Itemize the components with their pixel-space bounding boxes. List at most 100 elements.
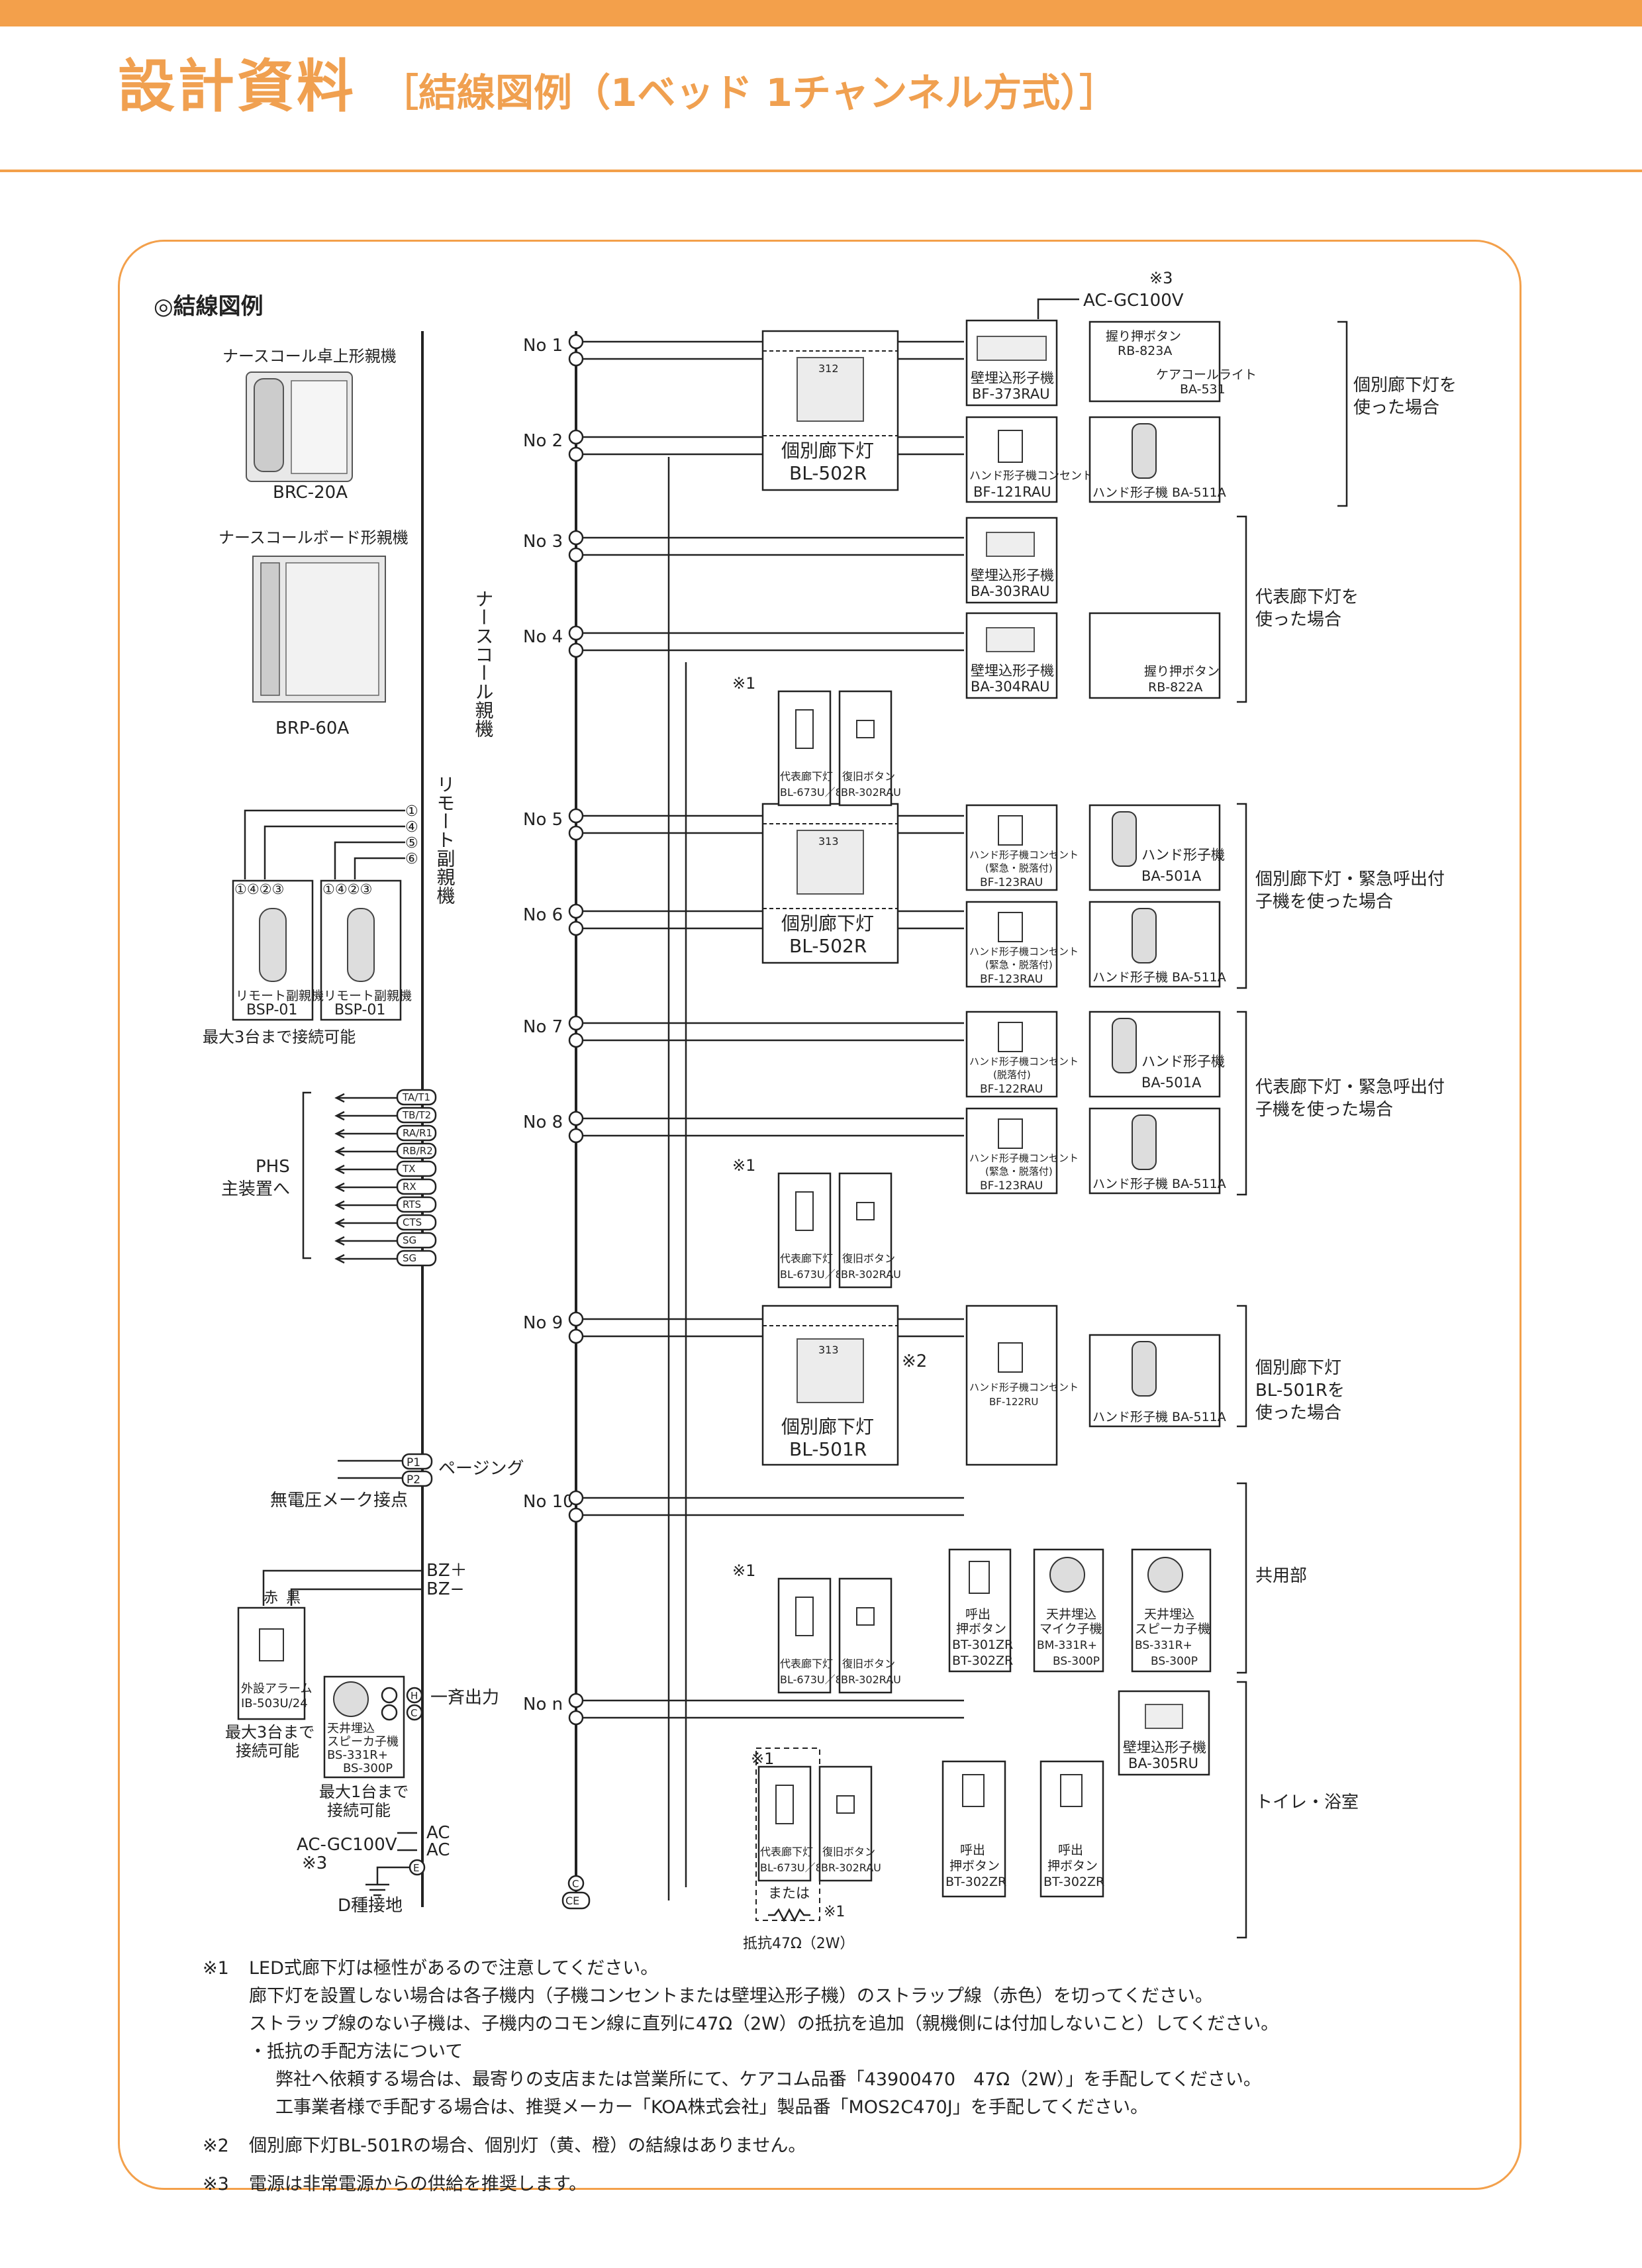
note-row: 弊社へ依頼する場合は、最寄りの支店または営業所にて、ケアコム品番「4390047… bbox=[275, 2069, 1261, 2090]
channel-terminal-2 bbox=[568, 825, 584, 841]
device-bt302-2: 呼出 押ボタン BT-302ZR bbox=[1039, 1760, 1104, 1898]
group-bracket bbox=[1237, 1482, 1247, 1674]
channel-label: No 3 bbox=[523, 532, 563, 552]
page-header: 設計資料 ［結線図例（1ベッド 1チャンネル方式）］ bbox=[118, 40, 1118, 120]
group-label: 代表廊下灯を bbox=[1255, 587, 1359, 607]
device-bt301: 呼出 押ボタン BT-301ZR BT-302ZR bbox=[948, 1548, 1013, 1673]
note-1-marker: ※1 bbox=[732, 674, 755, 693]
device-bf122: ハンド形子機コンセント (脱落付) BF-122RAU bbox=[965, 1011, 1079, 1098]
rep-light-name: 代表廊下灯 bbox=[780, 770, 833, 783]
rep-light-unit bbox=[777, 690, 832, 807]
phs-terminal-label: TB/T2 bbox=[402, 1109, 431, 1121]
channel-terminal-2 bbox=[568, 1328, 584, 1344]
ba511-3-label: ハンド形子機 BA-511A bbox=[1092, 1177, 1226, 1191]
board-master-label: ナースコールボード形親機 bbox=[218, 528, 409, 547]
bt302-1-line3: BT-302ZR bbox=[945, 1875, 1006, 1889]
rb823-model: RB-823A bbox=[1118, 344, 1172, 358]
broadcast-unit-3: BS-331R+ bbox=[327, 1748, 388, 1762]
note-1-marker: ※1 bbox=[732, 1156, 755, 1175]
bt302-1-line2: 押ボタン bbox=[949, 1859, 1000, 1873]
bf373-model: BF-373RAU bbox=[972, 386, 1050, 402]
bf123-3-name: ハンド形子機コンセント bbox=[969, 1152, 1079, 1164]
phs-terminal-label: RTS bbox=[403, 1199, 421, 1210]
device-bf122ru: ハンド形子機コンセント BF-122RU bbox=[965, 1305, 1079, 1466]
channel-terminal-1 bbox=[568, 429, 584, 445]
device-ba305: 壁埋込形子機 BA-305RU bbox=[1118, 1690, 1210, 1776]
ba303-name: 壁埋込形子機 bbox=[971, 567, 1054, 583]
nurse-master-vertical-label: ナースコール親機 bbox=[473, 589, 495, 738]
channel-terminal-1 bbox=[568, 1015, 584, 1031]
channel-terminal-1 bbox=[568, 808, 584, 824]
top-accent-bar bbox=[0, 0, 1642, 26]
note-row: 工事業者様で手配する場合は、推奨メーカー「KOA株式会社」製品番「MOS2C47… bbox=[275, 2097, 1149, 2118]
phs-terminal-label: TX bbox=[402, 1163, 415, 1175]
paging-terminal-p1: P1 bbox=[407, 1456, 420, 1469]
group-bracket bbox=[1237, 1011, 1247, 1196]
reset-button-model: BR-302RAU bbox=[821, 1861, 881, 1874]
broadcast-unit-4: BS-300P bbox=[343, 1761, 393, 1775]
reset-button-name: 復旧ボタン bbox=[842, 1252, 895, 1265]
bf123-3-sub: (緊急・脱落付) bbox=[985, 1165, 1053, 1177]
remote-unit-1-model: BSP-01 bbox=[246, 1002, 297, 1018]
mic-line4: BS-300P bbox=[1053, 1655, 1100, 1668]
phs-terminal-label: RA/R1 bbox=[403, 1127, 432, 1139]
group-bracket bbox=[1237, 1305, 1247, 1428]
phs-arrow bbox=[334, 1182, 397, 1193]
bz-plus: BZ＋ bbox=[426, 1561, 467, 1581]
channel-terminal-2 bbox=[568, 1128, 584, 1144]
ba305-name: 壁埋込形子機 bbox=[1123, 1740, 1206, 1755]
group-label: 個別廊下灯を bbox=[1353, 375, 1457, 395]
rep-light-model: BL-673U／8 bbox=[780, 1673, 842, 1686]
channel-terminal-1 bbox=[568, 334, 584, 350]
buzzer-max-2: 接続可能 bbox=[236, 1742, 299, 1760]
bottom-terminal-ce: CE bbox=[565, 1895, 579, 1907]
power-note: ※3 bbox=[302, 1853, 327, 1873]
device-bf123-3: ハンド形子機コンセント (緊急・脱落付) BF-123RAU bbox=[965, 1107, 1079, 1195]
group-label: 個別廊下灯 bbox=[1255, 1358, 1341, 1378]
board-master-unit bbox=[252, 556, 386, 703]
ba501-1-name: ハンド形子機 bbox=[1141, 847, 1225, 863]
device-bf123-2: ハンド形子機コンセント (緊急・脱落付) BF-123RAU bbox=[965, 901, 1079, 988]
note-2-marker: ※2 bbox=[902, 1352, 927, 1371]
channel-label: No 5 bbox=[523, 810, 563, 830]
device-bt302-1: 呼出 押ボタン BT-302ZR bbox=[942, 1760, 1006, 1898]
header-rule bbox=[0, 170, 1642, 172]
channel-group: No 1No 2No 3No 4No 5No 6No 7No 8No 9No 1… bbox=[523, 334, 964, 1900]
ba303-model: BA-303RAU bbox=[971, 583, 1049, 599]
reset-button-name: 復旧ボタン bbox=[842, 1657, 895, 1670]
buzzer-wire-red: 赤 bbox=[264, 1590, 278, 1606]
channel-label: No 10 bbox=[523, 1492, 574, 1512]
remote-max-note: 最大3台まで接続可能 bbox=[203, 1028, 356, 1046]
phs-terminal-label: CTS bbox=[403, 1216, 422, 1228]
channel-label: No 7 bbox=[523, 1017, 563, 1037]
spk-line4: BS-300P bbox=[1151, 1655, 1198, 1668]
corridor-light-1-model: BL-502R bbox=[789, 462, 867, 484]
ba501-2-name: ハンド形子機 bbox=[1141, 1054, 1225, 1069]
note-row: ・抵抗の手配方法について bbox=[249, 2042, 463, 2062]
device-rb823-ba531: 握り押ボタン RB-823A ケアコールライト BA-531 bbox=[1088, 320, 1257, 403]
group-bracket bbox=[1337, 320, 1348, 507]
channel-terminal-1 bbox=[568, 530, 584, 546]
channel-label: No 6 bbox=[523, 905, 563, 925]
bf121-name: ハンド形子機コンセント bbox=[969, 469, 1093, 483]
phs-terminal-label: SG bbox=[403, 1234, 416, 1246]
bt302-1-line1: 呼出 bbox=[960, 1843, 985, 1857]
phs-terminals: PHS 主装置へ TA/T1TB/T2RA/R1RB/R2TXRXRTSCTSS… bbox=[221, 1089, 437, 1267]
rep-light-model: BL-673U／8 bbox=[780, 786, 842, 799]
rb823-name: 握り押ボタン bbox=[1106, 329, 1181, 344]
channel-label: No n bbox=[523, 1695, 563, 1714]
page-title: 設計資料 bbox=[118, 54, 356, 120]
device-ba511-3: ハンド形子機 BA-511A bbox=[1088, 1107, 1226, 1195]
reset-button-name: 復旧ボタン bbox=[822, 1846, 875, 1858]
rep-light-name: 代表廊下灯 bbox=[780, 1657, 833, 1670]
ba511-2-label: ハンド形子機 BA-511A bbox=[1092, 970, 1226, 985]
bt301-line2: 押ボタン bbox=[956, 1622, 1006, 1636]
channel-label: No 2 bbox=[523, 431, 563, 451]
usage-groups: 個別廊下灯を使った場合代表廊下灯を使った場合個別廊下灯・緊急呼出付子機を使った場… bbox=[1237, 320, 1457, 1939]
ba531-model: BA-531 bbox=[1180, 382, 1226, 397]
phs-terminal-label: TA/T1 bbox=[402, 1091, 430, 1103]
ba304-name: 壁埋込形子機 bbox=[971, 663, 1054, 679]
channel-label: No 8 bbox=[523, 1112, 563, 1132]
bottom-terminals: C CE bbox=[561, 1875, 591, 1910]
